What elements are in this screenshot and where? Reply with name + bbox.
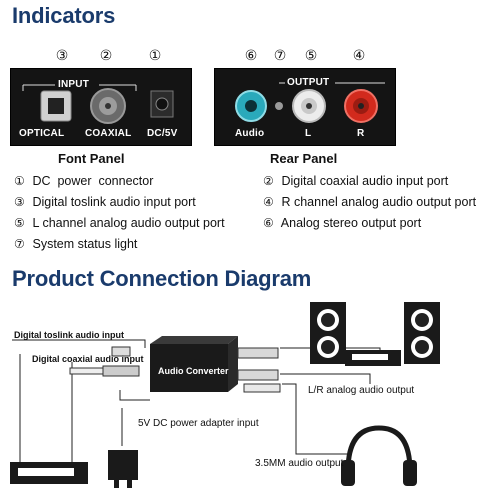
rear-number-audio: ⑥ [244, 47, 258, 63]
rear-panel-label: Rear Panel [270, 151, 338, 166]
label-audio: Audio [235, 128, 265, 139]
right-jack-pin [358, 103, 364, 109]
front-number-optical: ③ [55, 47, 69, 63]
status-light [275, 102, 283, 110]
front-panel: INPUT OPTICAL COAXIAL DC/5V [10, 68, 192, 146]
audio-jack-hole [245, 100, 257, 112]
converter-box [150, 344, 228, 392]
toslink-line [12, 339, 146, 348]
coaxial-port-pin [105, 103, 111, 109]
amplifier [345, 350, 401, 366]
rear-number-light: ⑦ [273, 47, 287, 63]
converter-label: Audio Converter [158, 366, 229, 376]
front-number-dc: ① [148, 47, 162, 63]
dc-port-hole [155, 97, 169, 111]
optical-port-inner [48, 98, 64, 114]
rca-plugs [237, 347, 281, 393]
power-line [119, 390, 150, 401]
rear-number-right: ④ [352, 47, 366, 63]
coaxial-label: Digital coaxial audio input [32, 354, 144, 364]
toslink-plug [111, 346, 131, 357]
desc-right-channel: ④ R channel analog audio output port [263, 195, 477, 209]
right-speaker [404, 302, 440, 364]
headphone-label: 3.5MM audio output [255, 458, 344, 469]
desc-left-channel: ⑤ L channel analog audio output port [14, 216, 225, 230]
label-coaxial: COAXIAL [85, 128, 132, 139]
rear-panel: OUTPUT Audio L R [214, 68, 396, 146]
connection-diagram [10, 302, 440, 488]
label-left: L [305, 128, 312, 139]
power-label: 5V DC power adapter input [138, 418, 259, 429]
power-adapter [108, 450, 138, 488]
desc-status-light: ⑦ System status light [14, 237, 138, 251]
left-jack-pin [306, 103, 312, 109]
coax-plug [69, 365, 140, 377]
headphone-line [282, 383, 348, 455]
headphones [341, 425, 417, 486]
desc-toslink: ③ Digital toslink audio input port [14, 195, 196, 209]
output-group-label: OUTPUT [287, 77, 330, 88]
desc-coaxial: ② Digital coaxial audio input port [263, 174, 449, 188]
label-right: R [357, 128, 365, 139]
rear-number-left: ⑤ [304, 47, 318, 63]
converter-side [228, 336, 238, 392]
left-speaker [310, 302, 346, 364]
rear-panel-graphics [235, 82, 385, 123]
desc-stereo: ⑥ Analog stereo output port [263, 216, 422, 230]
toslink-label: Digital toslink audio input [14, 330, 124, 340]
lr-line-mid [280, 373, 371, 384]
indicators-title: Indicators [12, 3, 116, 28]
front-number-coaxial: ② [99, 47, 113, 63]
label-dc: DC/5V [147, 128, 178, 139]
lr-output-label: L/R analog audio output [308, 385, 415, 396]
input-group-label: INPUT [58, 79, 89, 90]
front-panel-label: Font Panel [58, 151, 125, 166]
connection-title: Product Connection Diagram [12, 266, 312, 291]
converter-top [150, 336, 238, 344]
front-panel-graphics [22, 84, 174, 124]
source-device [10, 462, 88, 484]
desc-dc: ① DC power connector [14, 174, 154, 188]
label-optical: OPTICAL [19, 128, 65, 139]
